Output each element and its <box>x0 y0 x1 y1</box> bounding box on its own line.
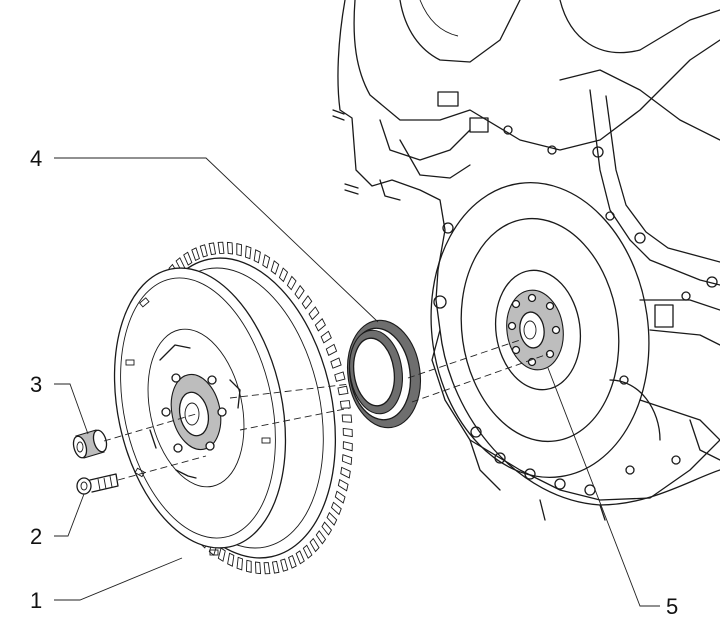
gear-tooth <box>315 530 327 545</box>
gear-tooth <box>270 260 280 275</box>
assembly-axes <box>103 339 549 481</box>
gear-tooth <box>321 521 332 536</box>
gear-tooth <box>341 414 353 423</box>
gear-tooth <box>330 501 342 516</box>
gear-tooth <box>302 544 313 559</box>
gear-tooth <box>309 537 320 553</box>
gear-tooth <box>183 251 193 266</box>
flywheel-bolt <box>76 473 119 495</box>
callout-3: 3 <box>30 372 43 397</box>
gear-tooth <box>271 560 280 574</box>
gear-tooth <box>280 558 289 572</box>
crankshaft-flange <box>430 182 650 478</box>
gear-tooth <box>227 552 235 567</box>
gear-tooth <box>314 318 326 332</box>
gear-tooth <box>263 562 271 575</box>
gear-tooth <box>255 561 262 575</box>
gear-tooth <box>288 554 297 569</box>
gear-tooth <box>217 241 225 254</box>
gear-tooth <box>342 441 353 452</box>
gear-tooth <box>320 330 332 344</box>
gear-tooth <box>334 371 346 382</box>
gear-tooth <box>337 478 349 492</box>
gear-tooth <box>208 242 217 256</box>
gear-tooth <box>308 306 320 321</box>
gear-tooth <box>326 511 338 526</box>
callout-4: 4 <box>30 146 43 171</box>
gear-tooth <box>341 454 353 466</box>
gear-tooth <box>339 400 351 409</box>
gear-tooth <box>226 241 233 255</box>
leader-lines <box>54 157 660 607</box>
engine-block <box>332 0 720 521</box>
gear-tooth <box>236 243 242 257</box>
gear-tooth <box>334 490 346 504</box>
gear-tooth <box>246 559 252 573</box>
gear-tooth <box>340 466 351 479</box>
gear-tooth <box>217 547 226 562</box>
callout-2: 2 <box>30 524 43 549</box>
gear-tooth <box>253 249 261 264</box>
gear-tooth <box>199 244 208 258</box>
gear-tooth <box>236 556 243 571</box>
pilot-bushing <box>72 429 108 459</box>
callout-5: 5 <box>666 594 679 619</box>
gear-tooth <box>286 275 297 291</box>
gear-tooth <box>245 245 252 260</box>
gear-tooth <box>301 295 313 310</box>
gear-tooth <box>330 357 342 369</box>
gear-tooth <box>262 254 271 269</box>
flywheel <box>113 241 353 575</box>
callout-1: 1 <box>30 588 43 613</box>
gear-tooth <box>278 267 289 283</box>
crankshaft-seal <box>347 319 421 429</box>
gear-tooth <box>342 427 353 438</box>
gear-tooth <box>294 284 305 300</box>
gear-tooth <box>295 550 305 565</box>
gear-tooth <box>325 343 338 356</box>
gear-tooth <box>191 247 200 262</box>
gear-tooth <box>337 385 349 396</box>
